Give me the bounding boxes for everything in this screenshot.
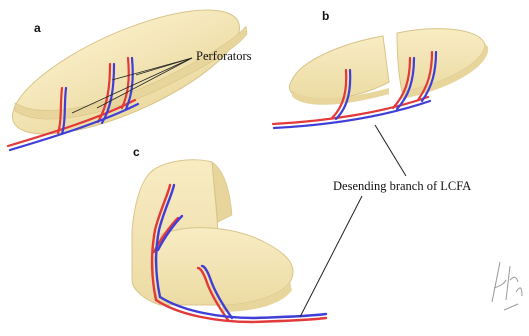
- perforators-label: Perforators: [196, 49, 252, 63]
- descending-branch-leader-lines: [300, 125, 406, 317]
- panel-c-letter: c: [133, 145, 140, 159]
- panel-b-flap: [289, 29, 488, 105]
- panel-a-letter: a: [34, 21, 41, 35]
- panel-c-flap: [132, 160, 293, 312]
- descending-branch-label: Desending branch of LCFA: [333, 179, 471, 193]
- artist-signature: [492, 262, 522, 310]
- panel-b-letter: b: [322, 9, 329, 23]
